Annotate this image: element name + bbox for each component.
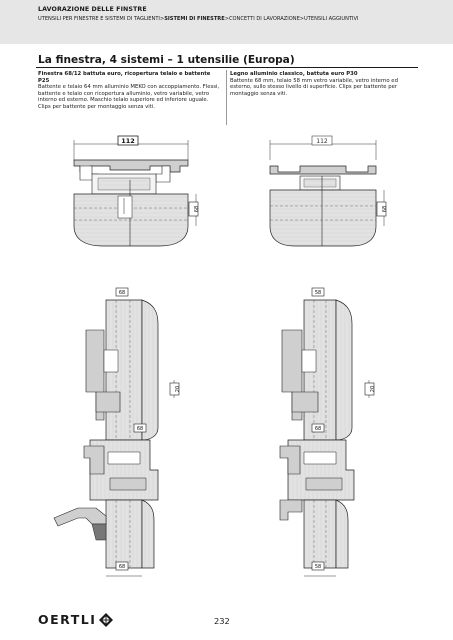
left-top-section: 112 68 — [73, 135, 200, 247]
dim-right-vert-mid: 68 — [315, 426, 321, 432]
left-description-heading: Finestra 68/12 battuta euro, ricopertura… — [38, 71, 211, 84]
breadcrumb-separator: > — [159, 16, 165, 22]
dimension-box — [311, 135, 333, 146]
brand-name: OERTLI — [38, 612, 97, 627]
dim-right-top-width: 112 — [316, 138, 328, 145]
breadcrumb: UTENSILI PER FINESTRE E SISTEMI DI TAGLI… — [38, 16, 359, 22]
page-title: La finestra, 4 sistemi – 1 utensilie (Eu… — [38, 54, 295, 66]
dim-left-top-height: 68 — [194, 206, 200, 212]
page-number: 232 — [214, 616, 230, 626]
dim-right-vert-top: 58 — [315, 290, 321, 296]
dim-left-top-width: 112 — [121, 137, 135, 145]
dim-right-top-height: 68 — [382, 206, 388, 212]
dim-left-vert-bottom: 68 — [119, 564, 125, 570]
right-vertical-section: 58 20 68 58 — [279, 287, 376, 577]
right-description-heading: Legno alluminio classico, battuta euro P… — [230, 71, 358, 77]
title-rule — [36, 67, 418, 68]
breadcrumb-part-2: >CONCETTI DI LAVORAZIONE>UTENSILI AGGIUN… — [224, 16, 359, 22]
right-description-body: Battente 68 mm, telaio 58 mm vetro varia… — [230, 77, 398, 97]
dim-left-vert-side: 20 — [175, 386, 181, 392]
column-divider — [226, 70, 227, 125]
right-description: Legno alluminio classico, battuta euro P… — [230, 71, 418, 97]
right-top-section: 112 68 — [269, 135, 388, 247]
dim-left-vert-mid: 68 — [137, 426, 143, 432]
dim-right-vert-side: 20 — [370, 386, 376, 392]
dimension-box — [117, 135, 139, 146]
left-description: Finestra 68/12 battuta euro, ricopertura… — [38, 71, 221, 111]
left-description-body: Battente e telaio 64 mm alluminio MEKO c… — [38, 84, 220, 110]
dim-left-vert-top: 68 — [119, 290, 125, 296]
breadcrumb-part-1: UTENSILI PER FINESTRE E SISTEMI DI TAGLI… — [38, 16, 160, 22]
breadcrumb-current: SISTEMI DI FINESTRE — [164, 16, 225, 22]
section-title: LAVORAZIONE DELLE FINSTRE — [38, 6, 147, 13]
dim-right-vert-bottom: 58 — [315, 564, 321, 570]
brand-logo: OERTLI — [38, 612, 114, 627]
brand-emblem-icon — [99, 612, 114, 627]
page-header: LAVORAZIONE DELLE FINSTRE UTENSILI PER F… — [0, 0, 453, 44]
left-vertical-section: 68 20 68 68 — [53, 287, 181, 577]
